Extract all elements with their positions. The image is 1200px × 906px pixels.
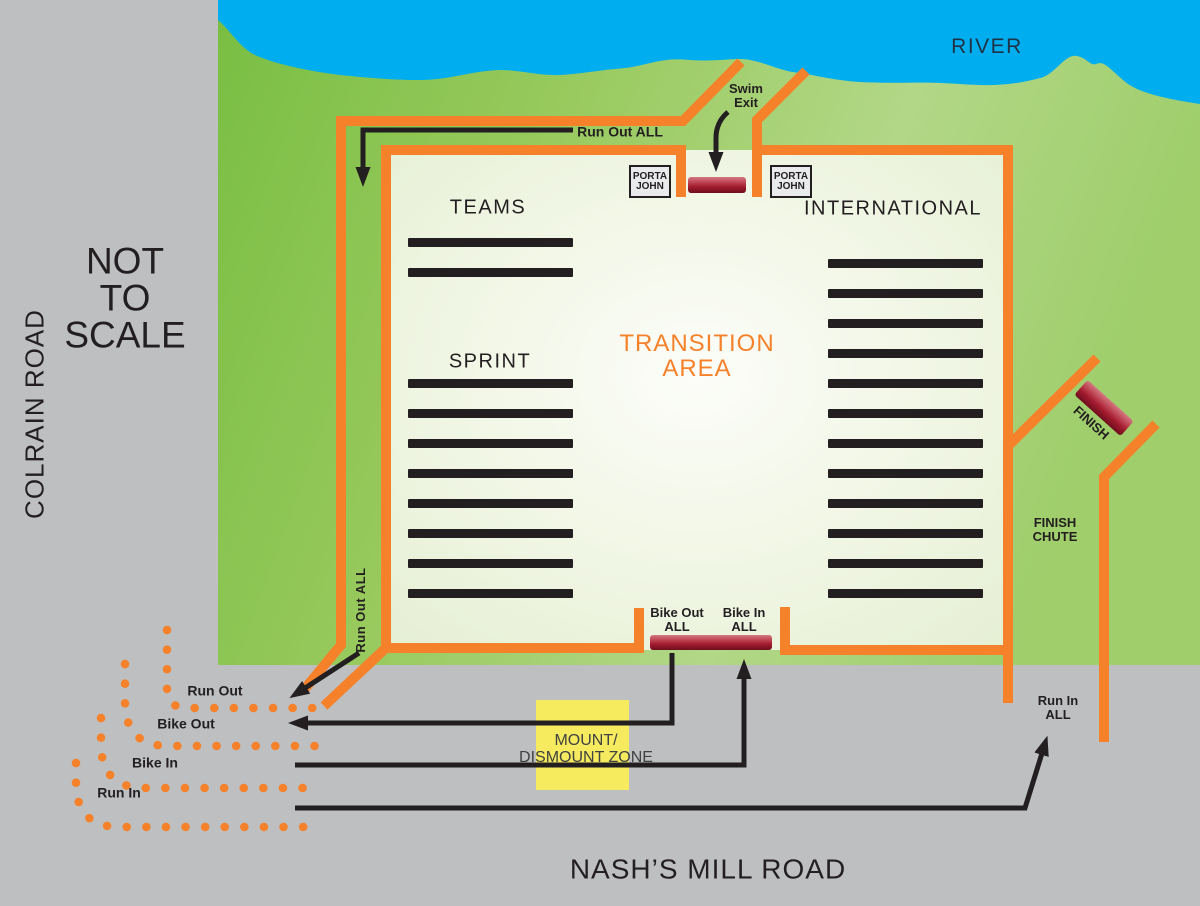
bike-rack-bar [408,379,573,388]
nashs-mill-road-label: NASH’S MILL ROAD [569,853,847,885]
finish-branch-line [1004,354,1101,450]
not-to-scale-note: NOT TO SCALE [64,240,186,356]
mount-dismount-label: MOUNT/ DISMOUNT ZONE [519,732,653,766]
route-label-run-in: Run In [97,784,141,801]
bike-out-dotted-route [120,659,323,751]
swim-exit-arrow [708,110,730,172]
bike-rack-bar [408,439,573,448]
bike-rack-bar [828,589,983,598]
bike-rack-bar [828,529,983,538]
bike-out-all-label: Bike Out ALL [650,605,704,634]
bike-racks [408,238,983,598]
bike-rack-bar [408,499,573,508]
bike-rack-bar [828,469,983,478]
bike-rack-bar [828,499,983,508]
finish-chute-right-line [1099,420,1160,742]
bike-rack-bar [828,409,983,418]
bike-in-arrow [295,659,752,768]
bike-rack-bar [408,469,573,478]
run-out-corridor-line [299,58,745,695]
run-out-all-side-label: Run Out ALL [353,567,368,653]
transition-corner-diagonal [320,642,392,710]
teams-section-label: TEAMS [449,196,527,219]
river-label: RIVER [951,34,1023,58]
transition-border-left [381,145,686,653]
bike-rack-bar [408,589,573,598]
route-label-bike-out: Bike Out [157,715,215,732]
run-out-all-top-label: Run Out ALL [577,123,663,140]
bike-rack-bar [828,379,983,388]
bike-rack-bar [828,349,983,358]
bike-rack-bar [828,559,983,568]
bike-rack-bar [828,319,983,328]
bike-rack-bar [408,559,573,568]
run-out-dotted-route [162,625,323,713]
run-in-all-label: Run In ALL [1037,693,1079,722]
bike-rack-bar [408,268,573,277]
run-out-corner-arrow [289,650,361,699]
international-section-label: INTERNATIONAL [803,197,983,220]
swim-exit-label: Swim Exit [729,81,763,110]
bike-rack-bar [828,259,983,268]
river-water [218,0,1200,104]
porta-john-left: PORTA JOHN [629,165,671,198]
swim-exit-right-line [752,67,810,197]
porta-john-right: PORTA JOHN [770,165,812,198]
bike-rack-bar [408,238,573,247]
transition-area-label: TRANSITION AREA [619,330,775,382]
sprint-section-label: SPRINT [448,350,532,373]
transition-area-field [386,150,1008,650]
finish-chute-label: FINISH CHUTE [1032,515,1078,544]
bike-out-arrow [288,653,675,731]
run-out-top-arrow [355,127,573,187]
bike-rack-bar [828,289,983,298]
run-in-dotted-route [71,758,323,832]
bike-in-all-label: Bike In ALL [722,605,766,634]
route-label-bike-in: Bike In [132,754,178,771]
run-in-arrow [295,735,1049,811]
bike-in-out-mat [650,635,772,650]
mount-dismount-zone [536,700,629,790]
bike-rack-bar [828,439,983,448]
finish-mat [1075,381,1133,435]
colrain-road-label: COLRAIN ROAD [19,309,50,519]
route-label-run-out: Run Out [187,682,243,699]
transition-border-right [757,145,1013,703]
bike-rack-bar [408,529,573,538]
transition-border-bottom-right [780,607,1008,655]
swim-exit-mat [688,177,746,193]
bike-in-dotted-route [96,713,323,793]
bike-rack-bar [408,409,573,418]
